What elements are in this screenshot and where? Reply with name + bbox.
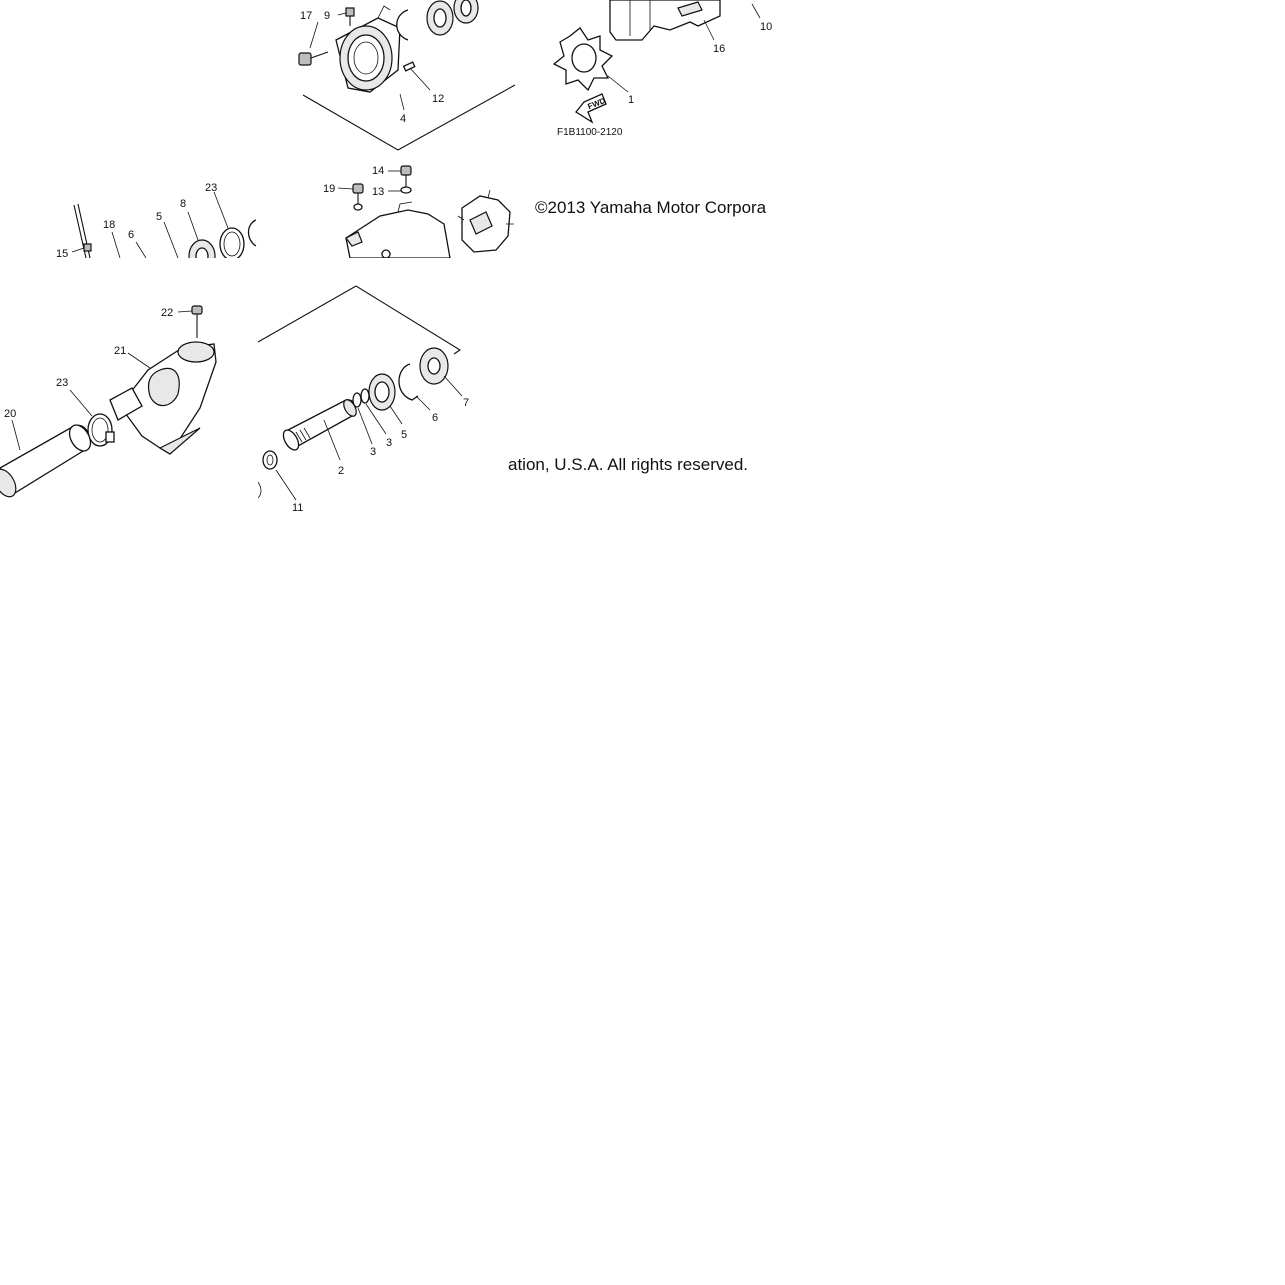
part-2-shaft: [282, 399, 357, 451]
callout-12: 12: [432, 93, 444, 105]
callout-1: 1: [628, 94, 634, 106]
assembly-plane: [302, 84, 516, 151]
callout-6-mid: 6: [128, 229, 134, 241]
callout-8: 8: [180, 198, 186, 210]
callout-2: 2: [338, 465, 344, 477]
part-14-bolt: [400, 165, 412, 188]
part-17-bolt: [298, 51, 329, 66]
part-23-clamp: [219, 227, 245, 258]
copyright-right-part: ation, U.S.A. All rights reserved.: [508, 455, 748, 474]
callout-3-b: 3: [370, 446, 376, 458]
part-9-bolt: [345, 7, 355, 26]
part-8-bearing: [188, 239, 216, 258]
callout-21: 21: [114, 345, 126, 357]
diagram-tile-mid-center: 14 19 13: [258, 160, 514, 258]
callout-15: 15: [56, 248, 68, 258]
fwd-label: FWD: [586, 96, 606, 111]
part-21-nozzle: [109, 341, 217, 455]
callout-5-bottom: 5: [401, 429, 407, 441]
callout-19: 19: [323, 183, 335, 195]
part-23-clamp-bottom: [87, 413, 115, 447]
part-5-bearing: [368, 373, 396, 411]
diagram-tile-mid-left: 23 8 5 18 6 15: [0, 160, 257, 258]
exploded-view-bottom-left: 22 21 23 20: [0, 305, 217, 498]
callout-7: 7: [463, 397, 469, 409]
callout-4: 4: [400, 113, 406, 125]
part-20-hose: [0, 424, 92, 498]
callout-23-bottom: 23: [56, 377, 68, 389]
part-3-oring-a: [352, 392, 362, 408]
part-15-screw: [83, 243, 92, 252]
part-bearings-top: [426, 0, 479, 36]
part-1-impeller: [552, 27, 614, 92]
part-circlip-mid: [247, 219, 257, 247]
callout-13: 13: [372, 186, 384, 198]
exploded-view-mid-left: 23 8 5 18 6 15: [56, 182, 257, 258]
callout-6-bottom: 6: [432, 412, 438, 424]
part-19-bolt: [352, 183, 364, 204]
part-4-housing: [335, 5, 401, 93]
assembly-plane-bottom: [258, 285, 462, 355]
callout-10: 10: [760, 21, 772, 33]
callout-16: 16: [713, 43, 725, 55]
part-16-cover: [609, 0, 721, 41]
fwd-arrow-icon: FWD: [575, 93, 607, 124]
callout-22: 22: [161, 307, 173, 319]
callout-11: 11: [292, 502, 303, 514]
part-22-bolt: [191, 305, 203, 338]
part-housing-mid: [345, 201, 451, 258]
callout-9: 9: [324, 10, 330, 22]
part-11-washer: [262, 450, 278, 470]
exploded-view-bottom-center: 7 6 5 3 3 2 11: [258, 285, 469, 514]
callout-3-a: 3: [386, 437, 392, 449]
part-13-washer: [400, 186, 412, 194]
part-6-circlip: [398, 363, 419, 401]
exploded-view-top: FWD 17 9 16 12 4 1 10 F1B1100-2120: [298, 0, 772, 151]
callout-14: 14: [372, 165, 384, 177]
part-circlip-top: [396, 9, 409, 41]
diagram-tile-bottom-left: 22 21 23 20: [0, 258, 257, 516]
part-impeller-mid: [457, 189, 514, 253]
copyright-left-part: ©2013 Yamaha Motor Corpora: [535, 198, 767, 217]
part-7-bearing: [419, 347, 449, 385]
callout-17: 17: [300, 10, 312, 22]
exploded-view-mid-center: 14 19 13: [323, 165, 514, 258]
callout-5-mid: 5: [156, 211, 162, 223]
part-12-pin: [402, 61, 416, 72]
callout-18: 18: [103, 219, 115, 231]
diagram-tile-bottom-center: 7 6 5 3 3 2 11: [258, 258, 514, 516]
diagram-code: F1B1100-2120: [557, 127, 623, 138]
callout-20: 20: [4, 408, 16, 420]
callout-23-mid: 23: [205, 182, 217, 194]
part-3-oring-b: [360, 388, 370, 404]
